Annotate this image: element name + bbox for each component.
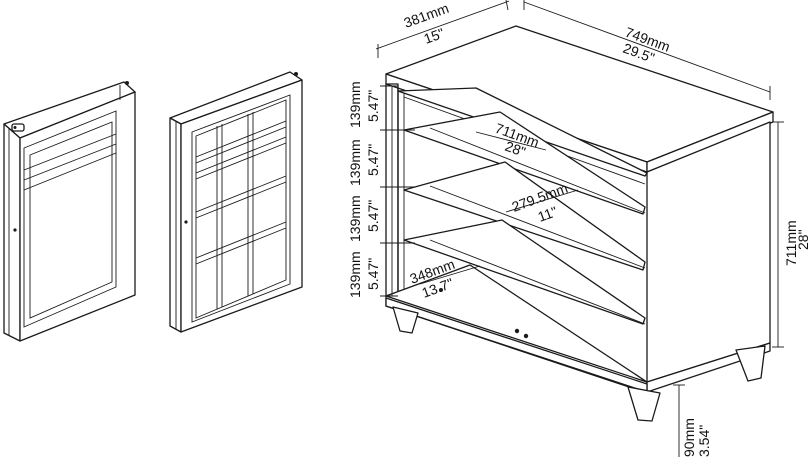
door-grid-panel bbox=[169, 71, 303, 333]
height-in-label: 28" bbox=[795, 229, 810, 250]
compartment3-in-label: 5.47" bbox=[365, 200, 381, 232]
shelf-4 bbox=[403, 219, 646, 325]
compartment4-mm-label: 139mm bbox=[347, 251, 363, 298]
dimension-lines bbox=[375, 0, 784, 457]
compartment3-mm-label: 139mm bbox=[347, 195, 363, 242]
compartment4-in-label: 5.47" bbox=[365, 258, 381, 290]
shelf-2 bbox=[403, 111, 646, 215]
height-mm-label: 711mm bbox=[783, 220, 799, 266]
leg-back-right bbox=[735, 345, 766, 382]
compartment1-mm-label: 139mm bbox=[347, 81, 363, 128]
compartment2-mm-label: 139mm bbox=[347, 139, 363, 186]
shelf-3 bbox=[403, 161, 646, 271]
shelf-depth-in-label: 11" bbox=[536, 203, 560, 225]
compartment1-in-label: 5.47" bbox=[365, 90, 381, 122]
depth-in-label: 15" bbox=[422, 25, 447, 47]
leg-mm-label: 90mm bbox=[681, 418, 697, 457]
leg-front-left bbox=[392, 306, 419, 334]
door-solid-panel bbox=[3, 81, 136, 342]
leg-in-label: 3.54" bbox=[696, 425, 712, 457]
leg-front-right bbox=[627, 386, 661, 422]
shelf-width-in-label: 28" bbox=[503, 138, 528, 160]
compartment2-in-label: 5.47" bbox=[365, 144, 381, 176]
depth-mm-label: 381mm bbox=[402, 0, 451, 31]
cabinet-body bbox=[385, 25, 774, 422]
